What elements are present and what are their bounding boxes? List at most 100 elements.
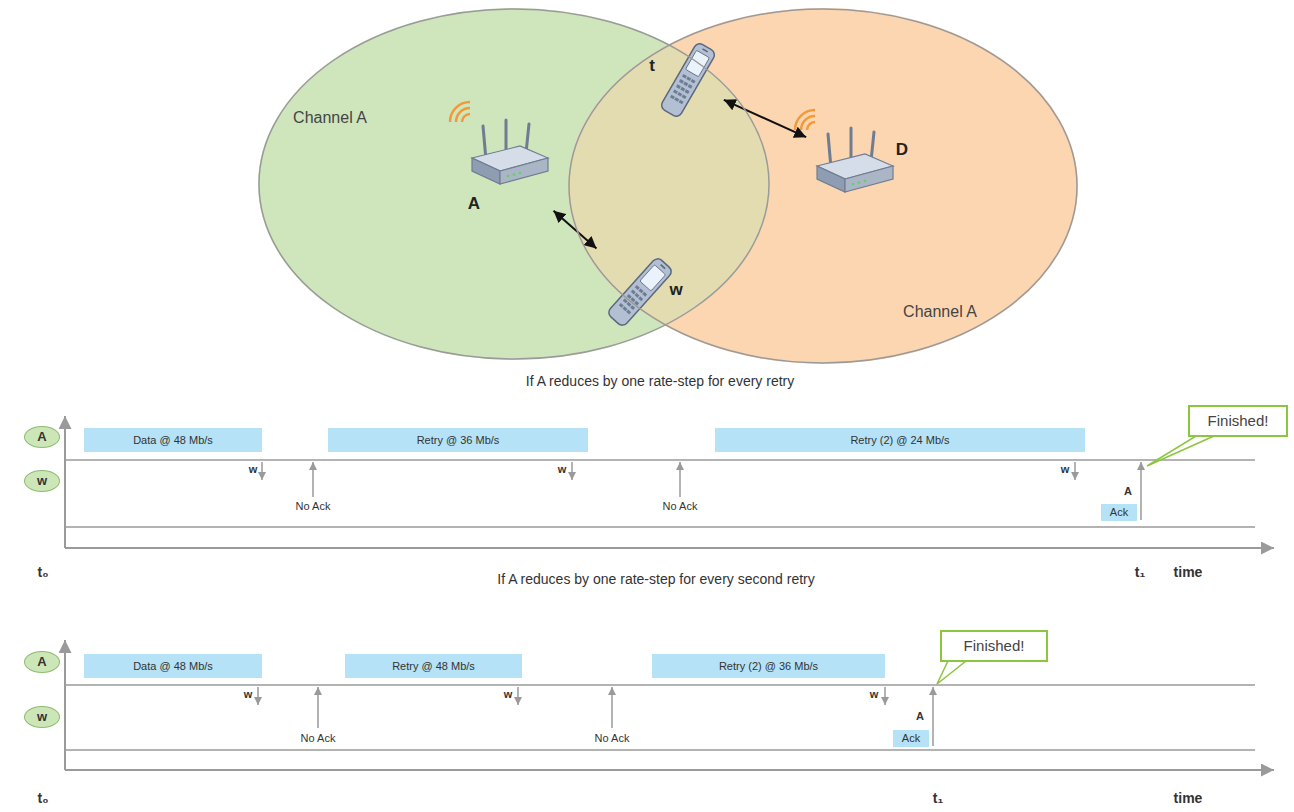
callout-pointer	[1147, 436, 1214, 466]
coverage-ellipse: Channel AA	[258, 8, 770, 360]
device-label: D	[896, 140, 908, 160]
row-label: w	[24, 470, 60, 492]
event-arrows	[258, 687, 933, 746]
box-label: Ack	[902, 732, 920, 745]
box-label: w	[37, 474, 47, 489]
station-marker: A	[1124, 485, 1132, 498]
timeline	[65, 526, 1255, 528]
box-label: Ack	[1110, 506, 1128, 519]
station-marker: w	[249, 463, 258, 476]
link-arrow	[724, 100, 806, 137]
frame-box: Data @ 48 Mb/s	[84, 428, 262, 452]
access-point-icon	[450, 102, 548, 184]
event-label: No Ack	[595, 732, 630, 745]
ack-box: Ack	[1101, 504, 1137, 521]
box-label: Data @ 48 Mb/s	[133, 660, 213, 673]
vertical-axis	[64, 416, 66, 548]
device-label: w	[669, 280, 682, 300]
event-label: No Ack	[296, 500, 331, 513]
time-axis	[65, 547, 1274, 549]
axis-label: time	[1174, 790, 1203, 806]
frame-box: Retry (2) @ 24 Mb/s	[715, 428, 1085, 452]
down-arrow	[884, 687, 886, 705]
up-arrow	[312, 462, 314, 497]
time-mark: t₁	[1135, 564, 1145, 580]
station-marker: A	[916, 710, 924, 723]
ellipse-outline	[569, 9, 1077, 363]
vertical-axis	[64, 640, 66, 770]
time-axis	[65, 769, 1274, 771]
callout-box: Finished!	[1188, 405, 1288, 437]
frame-box: Retry (2) @ 36 Mb/s	[652, 654, 885, 678]
coverage-ellipse: Channel A D	[568, 8, 1078, 364]
box-label: Retry (2) @ 24 Mb/s	[850, 434, 949, 447]
station-marker: w	[870, 688, 879, 701]
access-point: A	[458, 116, 552, 220]
area-label: Channel A	[900, 303, 980, 321]
frame-box: Data @ 48 Mb/s	[84, 654, 262, 678]
timeline	[65, 749, 1255, 751]
station-marker: w	[558, 463, 567, 476]
down-arrow	[1074, 462, 1076, 480]
station-marker: w	[504, 688, 513, 701]
link-arrow	[554, 211, 597, 249]
timeline	[65, 684, 1255, 686]
callout-box: Finished!	[940, 630, 1048, 662]
up-arrow	[932, 687, 934, 746]
up-arrow	[611, 687, 613, 728]
down-arrow	[257, 687, 259, 705]
phone-icon	[606, 256, 673, 327]
ack-box: Ack	[893, 730, 929, 747]
event-label: No Ack	[663, 500, 698, 513]
box-label: A	[37, 655, 46, 670]
down-arrow	[571, 462, 573, 480]
box-label: Finished!	[1208, 412, 1269, 429]
box-label: Data @ 48 Mb/s	[133, 434, 213, 447]
callout-pointer	[937, 661, 966, 684]
device-label: t	[649, 56, 655, 76]
event-arrows	[262, 462, 1141, 520]
ellipse-outline	[259, 9, 769, 359]
phone-icon	[659, 42, 716, 119]
diagram-heading: If A reduces by one rate-step for every …	[526, 373, 794, 389]
box-label: A	[37, 430, 46, 445]
time-mark: t₁	[933, 790, 943, 806]
up-arrow	[317, 687, 319, 728]
up-arrow	[679, 462, 681, 497]
box-label: Finished!	[964, 637, 1025, 654]
up-arrow	[1140, 462, 1142, 520]
row-label: A	[24, 426, 60, 448]
timing-axes	[65, 640, 1274, 770]
coverage-overlap	[568, 8, 1078, 364]
phone: t	[638, 36, 722, 124]
timing-axes	[65, 416, 1274, 548]
diagram-heading: If A reduces by one rate-step for every …	[497, 571, 815, 587]
box-label: Retry (2) @ 36 Mb/s	[719, 660, 818, 673]
ellipse-outline	[258, 8, 770, 360]
frame-box: Retry @ 48 Mb/s	[345, 654, 522, 678]
box-label: w	[37, 710, 47, 725]
time-mark: t₀	[38, 564, 49, 580]
event-label: No Ack	[301, 732, 336, 745]
frame-box: Retry @ 36 Mb/s	[328, 428, 588, 452]
phone: w	[598, 248, 694, 336]
row-label: A	[24, 651, 60, 673]
down-arrow	[261, 462, 263, 480]
down-arrow	[517, 687, 519, 705]
access-point-icon	[795, 110, 893, 192]
access-point: D	[808, 120, 914, 204]
axis-label: time	[1174, 564, 1203, 580]
timeline	[65, 459, 1255, 461]
ellipse-outline	[568, 8, 1078, 364]
device-label: A	[468, 194, 480, 214]
box-label: Retry @ 36 Mb/s	[417, 434, 500, 447]
time-mark: t₀	[38, 790, 49, 806]
box-label: Retry @ 48 Mb/s	[392, 660, 475, 673]
station-marker: w	[1061, 463, 1070, 476]
coverage-area	[568, 8, 1078, 364]
station-marker: w	[244, 688, 253, 701]
row-label: w	[24, 706, 60, 728]
